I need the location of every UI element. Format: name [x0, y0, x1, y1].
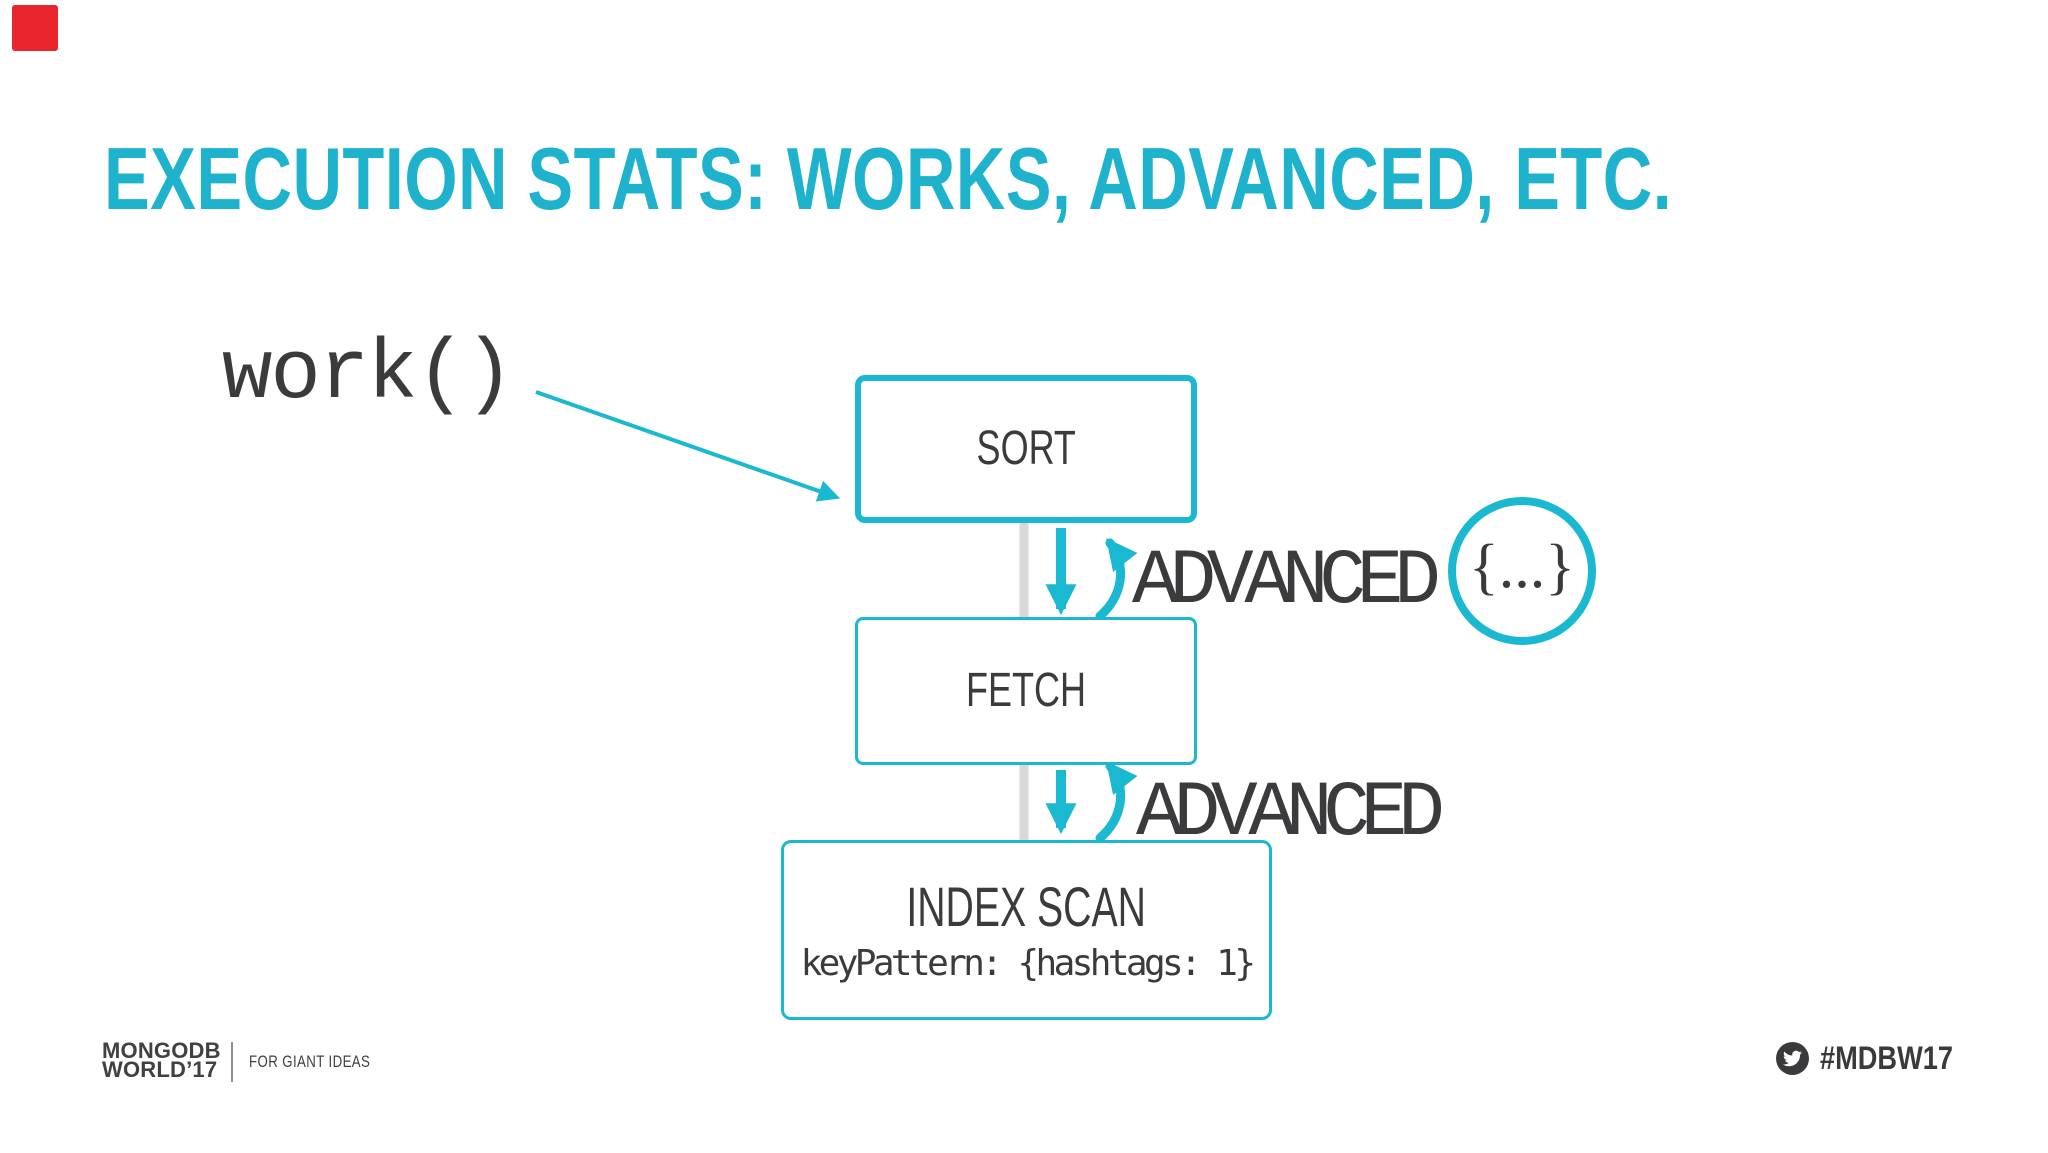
index-scan-stage-label: INDEX SCAN: [906, 874, 1147, 938]
advance-up-arrow-2: [1095, 761, 1138, 843]
result-document-circle: [1448, 497, 1596, 645]
work-call-label: work(): [222, 328, 514, 423]
index-scan-keypattern: keyPattern: {hashtags: 1}: [800, 942, 1256, 984]
event-hashtag: #MDBW17: [1820, 1040, 1953, 1076]
conference-logo-line1: MONGODB: [102, 1038, 221, 1063]
sort-stage-label: SORT: [976, 422, 1076, 475]
twitter-badge: [1776, 1042, 1809, 1075]
advance-up-arrow-1: [1095, 538, 1138, 621]
index-scan-stage-node: INDEX SCAN keyPattern: {hashtags: 1}: [781, 840, 1272, 1020]
fetch-stage-label: FETCH: [965, 664, 1086, 717]
footer-divider: [231, 1042, 233, 1082]
conference-logo: MONGODB WORLD’17: [102, 1038, 221, 1082]
slide-title: EXECUTION STATS: WORKS, ADVANCED, ETC.: [104, 128, 1673, 228]
red-corner-marker: [12, 5, 58, 51]
twitter-bird-icon: [1783, 1050, 1802, 1067]
advanced-label-1: ADVANCED: [1132, 538, 1441, 626]
advanced-label-2: ADVANCED: [1136, 770, 1445, 858]
conference-logo-line2: WORLD’17: [102, 1057, 218, 1082]
fetch-stage-node: FETCH: [855, 617, 1197, 765]
advanced-result-doc: {...}: [1468, 533, 1576, 601]
footer-tagline: FOR GIANT IDEAS: [249, 1052, 371, 1071]
work-pointer-arrow: [535, 390, 841, 502]
sort-stage-node: SORT: [855, 375, 1197, 523]
